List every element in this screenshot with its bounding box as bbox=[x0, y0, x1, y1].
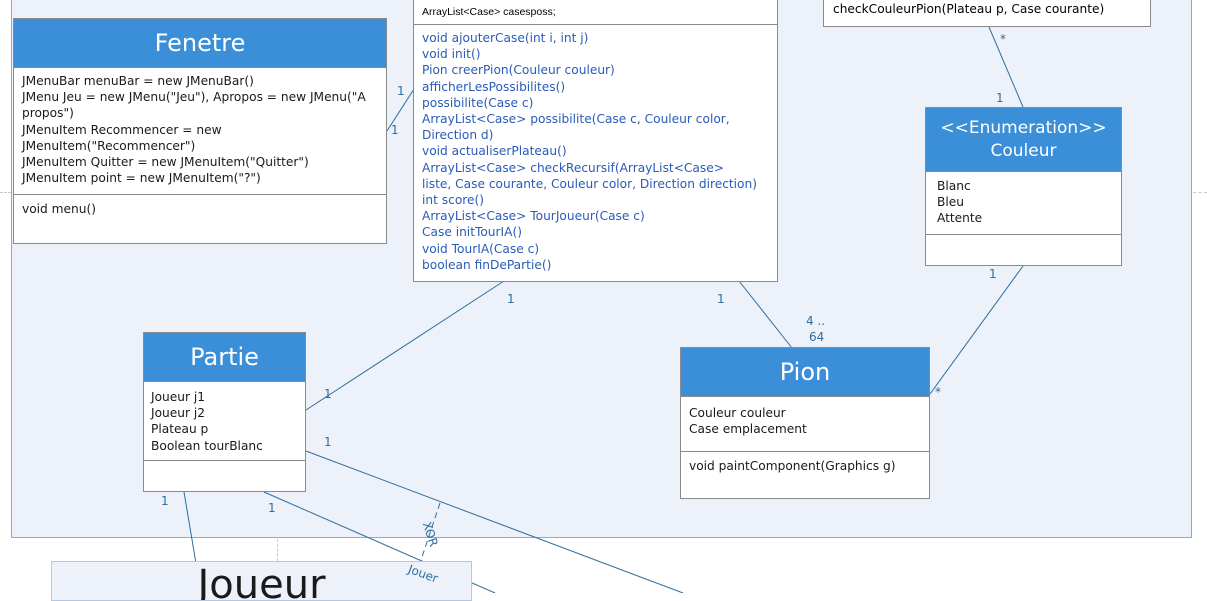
enum-literal: Blanc bbox=[937, 179, 971, 193]
multiplicity-label: 64 bbox=[809, 330, 825, 344]
operation: void ajouterCase(int i, int j) bbox=[422, 31, 589, 45]
attribute: JMenuItem Quitter = new JMenuItem("Quitt… bbox=[22, 155, 309, 170]
attribute: JMenuItem Recommencer = new JMenuItem("R… bbox=[22, 122, 222, 153]
multiplicity-label: 4 .. bbox=[806, 314, 826, 328]
operations-section: checkCouleurPion(Plateau p, Case courant… bbox=[824, 0, 1150, 17]
multiplicity-label: 1 bbox=[507, 292, 515, 306]
dashed-guide bbox=[0, 192, 11, 193]
dashed-guide bbox=[277, 539, 278, 561]
multiplicity-label: * bbox=[935, 385, 941, 399]
class-name: Couleur bbox=[990, 140, 1057, 161]
multiplicity-label: * bbox=[1000, 32, 1006, 46]
stereotype: <<Enumeration>> bbox=[940, 117, 1107, 138]
attributes-section: JMenuBar menuBar = new JMenuBar() JMenu … bbox=[14, 67, 386, 194]
operation: Pion creerPion(Couleur couleur) bbox=[422, 63, 615, 78]
operations-section bbox=[926, 234, 1121, 265]
operations-section: void menu() bbox=[14, 194, 386, 217]
operations-section: void ajouterCase(int i, int j) void init… bbox=[414, 24, 777, 273]
class-name: Partie bbox=[144, 333, 305, 381]
class-header: <<Enumeration>> Couleur bbox=[926, 108, 1121, 171]
operation: void TourIA(Case c) bbox=[422, 241, 540, 256]
multiplicity-label: 1 bbox=[717, 292, 725, 306]
multiplicity-label: 1 bbox=[989, 267, 997, 281]
literals-section: Blanc Bleu Attente bbox=[926, 171, 1121, 234]
class-partie[interactable]: Partie Joueur j1 Joueur j2 Plateau p Boo… bbox=[143, 332, 306, 492]
class-name: Fenetre bbox=[14, 19, 386, 67]
class-fenetre[interactable]: Fenetre JMenuBar menuBar = new JMenuBar(… bbox=[13, 18, 387, 244]
operation: int score() bbox=[422, 193, 485, 208]
attributes-section bbox=[414, 0, 777, 7]
operations-section: void paintComponent(Graphics g) bbox=[681, 451, 929, 474]
attribute: Couleur couleur bbox=[689, 406, 786, 420]
class-couleur[interactable]: <<Enumeration>> Couleur Blanc Bleu Atten… bbox=[925, 107, 1122, 266]
assoc-fenetre-plateau bbox=[386, 88, 415, 132]
enum-literal: Attente bbox=[937, 211, 983, 226]
operation: Case initTourIA() bbox=[422, 225, 522, 240]
attribute: Joueur j2 bbox=[151, 406, 206, 421]
multiplicity-label: 1 bbox=[324, 435, 332, 449]
attribute: JMenuBar menuBar = new JMenuBar() bbox=[22, 74, 254, 88]
operation: void init() bbox=[422, 47, 481, 62]
class-plateau[interactable]: ArrayList<Case> casesposs; void ajouterC… bbox=[413, 0, 778, 282]
class-name: Pion bbox=[681, 348, 929, 396]
multiplicity-label: 1 bbox=[324, 387, 332, 401]
operation: afficherLesPossibilites() bbox=[422, 79, 566, 94]
operation: checkCouleurPion(Plateau p, Case courant… bbox=[833, 2, 1105, 16]
operation: void paintComponent(Graphics g) bbox=[689, 459, 896, 473]
operation: ArrayList<Case> possibilite(Case c, Coul… bbox=[422, 112, 730, 143]
multiplicity-label: 1 bbox=[391, 123, 399, 137]
operation: possibilite(Case c) bbox=[422, 95, 534, 110]
attribute: Case emplacement bbox=[689, 422, 807, 437]
attribute: Plateau p bbox=[151, 422, 209, 437]
enum-literal: Bleu bbox=[937, 195, 964, 210]
attributes-section: Couleur couleur Case emplacement bbox=[681, 396, 929, 451]
attribute: JMenu Jeu = new JMenu("Jeu"), Apropos = … bbox=[22, 90, 366, 121]
assoc-plateau-pion bbox=[738, 280, 793, 349]
attribute: ArrayList<Case> casesposs; bbox=[422, 6, 556, 18]
assoc-plateau-partie bbox=[305, 280, 505, 411]
operation: ArrayList<Case> TourJoueur(Case c) bbox=[422, 209, 645, 224]
assoc-topright-couleur bbox=[988, 26, 1024, 108]
xor-constraint-line bbox=[419, 502, 441, 564]
multiplicity-label: 1 bbox=[397, 84, 405, 98]
assoc-couleur-pion bbox=[929, 265, 1024, 395]
attribute: Boolean tourBlanc bbox=[151, 438, 263, 453]
attributes-section: Joueur j1 Joueur j2 Plateau p Boolean to… bbox=[144, 381, 305, 460]
attribute: JMenuItem point = new JMenuItem("?") bbox=[22, 171, 261, 186]
assoc-partie-right bbox=[305, 450, 684, 593]
attributes-section-tail: ArrayList<Case> casesposs; bbox=[414, 6, 777, 24]
operation: void actualiserPlateau() bbox=[422, 144, 567, 159]
multiplicity-label: 1 bbox=[996, 91, 1004, 105]
dashed-guide bbox=[1193, 192, 1207, 193]
multiplicity-label: 1 bbox=[268, 501, 276, 515]
operation: void menu() bbox=[22, 202, 96, 216]
operation: boolean finDePartie() bbox=[422, 257, 552, 272]
class-topright[interactable]: checkCouleurPion(Plateau p, Case courant… bbox=[823, 0, 1151, 27]
multiplicity-label: 1 bbox=[161, 494, 169, 508]
operations-section bbox=[144, 460, 305, 491]
class-pion[interactable]: Pion Couleur couleur Case emplacement vo… bbox=[680, 347, 930, 499]
operation: ArrayList<Case> checkRecursif(ArrayList<… bbox=[422, 160, 757, 191]
attribute: Joueur j1 bbox=[151, 390, 206, 404]
